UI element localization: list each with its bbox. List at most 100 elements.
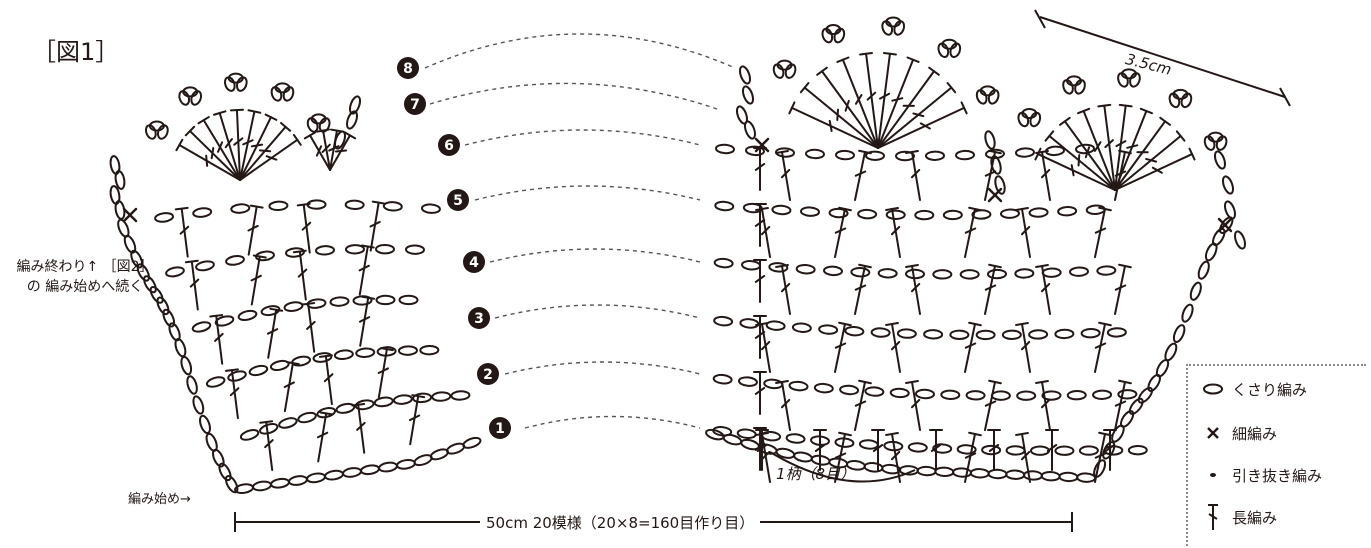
chain-row (1078, 445, 1099, 456)
single-crochet (122, 207, 138, 223)
row-number: 2 (483, 367, 493, 383)
picot (178, 86, 203, 106)
double-crochet (987, 429, 1001, 471)
row-number: 7 (410, 97, 420, 113)
chain-stitch (1233, 230, 1247, 250)
chain-row (1075, 143, 1095, 155)
chain-row (333, 349, 354, 361)
double-crochet (1077, 107, 1116, 191)
chain-row (1041, 267, 1062, 278)
chain-row (771, 204, 792, 216)
chain-row (1015, 147, 1035, 158)
chain-row (291, 355, 312, 367)
double-crochet (964, 431, 982, 483)
row-marker-4: 4 (463, 251, 485, 273)
chain-row (355, 347, 376, 358)
double-crochet (984, 149, 1002, 201)
chain-stitch (1022, 470, 1043, 481)
double-crochet (1114, 263, 1132, 315)
chain-row (905, 268, 925, 280)
chain-stitch (180, 355, 193, 376)
chain-stitch (738, 65, 752, 85)
double-crochet (224, 368, 240, 420)
double-crochet (877, 56, 920, 149)
scallop-dimension-line (1039, 16, 1286, 98)
double-crochet (854, 263, 872, 315)
chain-row (192, 207, 213, 218)
chain-row (795, 263, 816, 275)
foundation-chain (270, 477, 290, 489)
picot (223, 72, 248, 92)
double-crochet (318, 354, 334, 406)
double-crochet (1059, 116, 1116, 191)
chain-row (858, 439, 879, 450)
chain-row (739, 318, 760, 329)
double-crochet (329, 131, 357, 171)
chain-stitch (413, 454, 433, 467)
chain-row (259, 422, 279, 435)
chain-stitch (1093, 459, 1107, 478)
row-marker-1: 1 (489, 417, 511, 439)
chain-stitch (1128, 397, 1144, 415)
chain-row (419, 344, 440, 356)
chain-stitch (1223, 200, 1237, 220)
chain-stitch (994, 175, 1006, 195)
chain-stitch (136, 263, 150, 282)
double-crochet (885, 432, 901, 483)
chain-row (420, 203, 441, 214)
row-connector (504, 361, 701, 375)
chain-row (345, 244, 365, 255)
double-crochet (964, 321, 982, 373)
chain-row (712, 373, 733, 385)
chain-row (269, 359, 290, 371)
legend-chain-label: くさり編み (1232, 380, 1308, 399)
chain-stitch (168, 322, 181, 342)
chain-row (398, 294, 419, 306)
chain-stitch (224, 475, 239, 494)
chain-row (255, 250, 275, 262)
pattern-repeat-label: 1柄（8目） (776, 465, 856, 483)
chain-row (956, 444, 977, 455)
chain-row (237, 309, 258, 321)
double-crochet (877, 82, 957, 149)
chain-row (870, 327, 891, 338)
single-crochet-icon (1198, 425, 1228, 441)
chain-stitch (1172, 324, 1186, 343)
chain-row (949, 329, 970, 340)
chain-row (987, 268, 1007, 280)
row-number: 6 (444, 138, 454, 154)
double-crochet (1015, 432, 1031, 483)
double-crochet (885, 207, 901, 258)
double-crochet (296, 202, 312, 254)
foundation-chain (378, 461, 398, 473)
chain-stitch (199, 414, 211, 435)
chain-row (932, 269, 953, 280)
chain-stitch (143, 275, 157, 294)
chain-stitch (462, 436, 482, 449)
double-crochet (871, 429, 885, 471)
row-connector (489, 248, 701, 263)
chain-row (955, 149, 975, 161)
chain-row (850, 267, 871, 278)
foundation-chain (342, 467, 362, 478)
chain-row (914, 209, 935, 221)
chain-stitch (192, 395, 205, 415)
chain-stitch (916, 465, 937, 477)
double-crochet (877, 66, 940, 149)
chain-row (713, 257, 734, 269)
row-connector (464, 129, 701, 146)
chain-row (382, 201, 403, 212)
chain-stitch (174, 338, 187, 358)
chain-row (1054, 328, 1075, 340)
chain-row (1000, 208, 1020, 219)
double-crochet (753, 203, 767, 247)
chain-row (768, 262, 789, 273)
double-crochet (929, 429, 943, 471)
picot (937, 38, 962, 59)
legend-slip-label: 引き抜き編み (1232, 466, 1323, 485)
chain-row (942, 209, 963, 221)
start-note: 編み始め→ (128, 492, 191, 507)
double-crochet (1114, 107, 1153, 191)
chain-row (844, 325, 865, 337)
chain-stitch (743, 120, 757, 140)
